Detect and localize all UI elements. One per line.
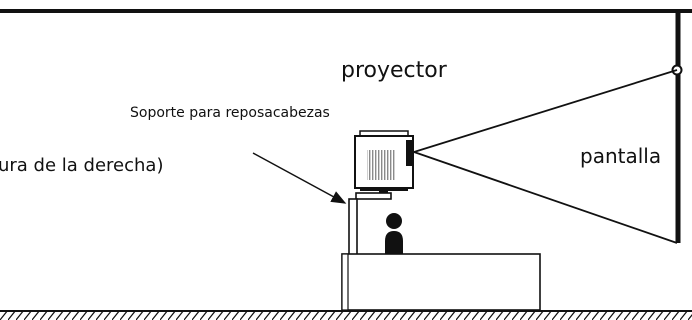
headrest-support [348, 192, 392, 256]
floor [0, 310, 692, 320]
beam-lower-line [413, 151, 678, 244]
person-body [385, 231, 403, 256]
projector-icon [354, 130, 414, 195]
seat-back-edge [341, 253, 349, 311]
seat-box [341, 253, 541, 311]
support-label: Soporte para reposacabezas [130, 105, 330, 121]
support-arm [355, 192, 392, 200]
floor-hatching [0, 311, 692, 320]
support-arrow [252, 152, 347, 204]
projector-label: proyector [341, 58, 447, 83]
projection-beam [413, 69, 678, 244]
projector-lens [406, 140, 414, 166]
partial-caption-text: ura de la derecha) [0, 155, 164, 176]
screen-label: pantalla [580, 144, 662, 168]
projector-base [360, 187, 408, 191]
beam-upper-line [413, 69, 678, 153]
screen [671, 13, 683, 243]
person-silhouette-icon [385, 213, 403, 256]
support-post [348, 198, 358, 256]
person-head [386, 213, 402, 229]
projector-vent [367, 150, 396, 180]
